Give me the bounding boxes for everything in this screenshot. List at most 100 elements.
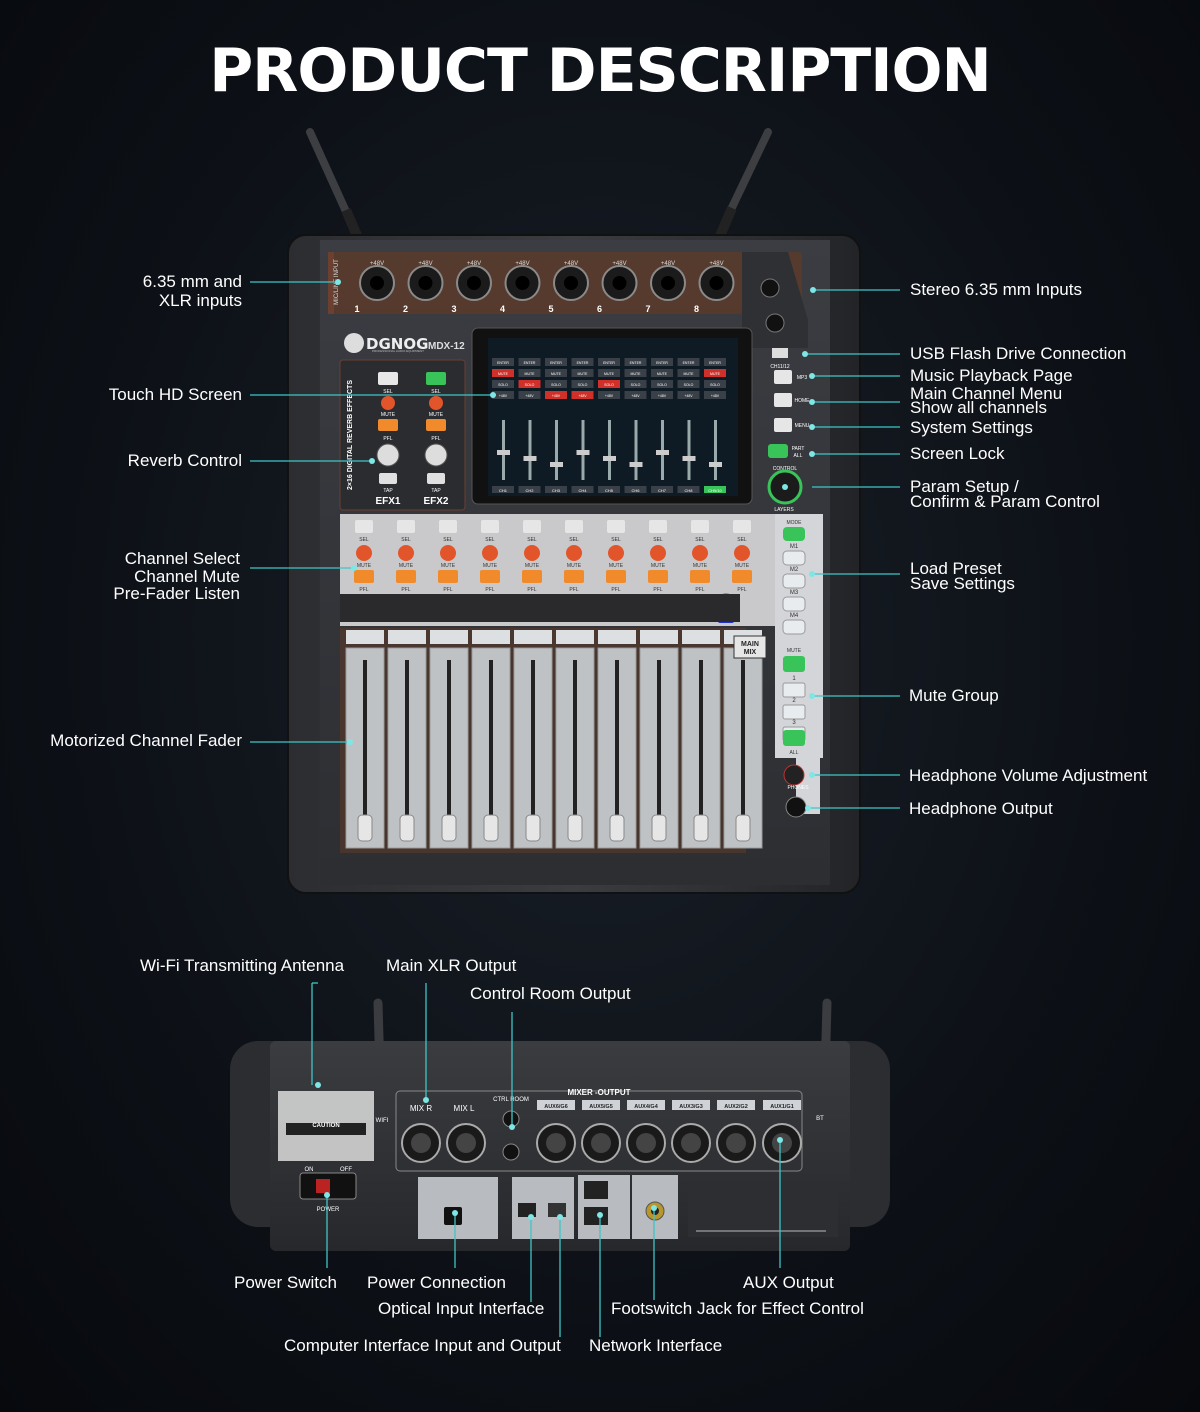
fader-knob (651, 814, 667, 842)
callout-dot (369, 458, 375, 464)
callout-usb: USB Flash Drive Connection (910, 344, 1127, 363)
mute-group-button (782, 682, 806, 698)
callout-hp-volume: Headphone Volume Adjustment (909, 766, 1148, 785)
channel-mute-button (692, 545, 708, 561)
efx-tap-button (427, 473, 445, 484)
efx-volume-knob (376, 443, 400, 467)
usb-port (772, 348, 788, 358)
channel-pfl-button (564, 570, 584, 583)
headphone-volume-knob (783, 764, 805, 786)
panel-button-label: MENU (795, 423, 810, 429)
channel-sel-button (691, 520, 709, 533)
screen-fader-track (555, 420, 558, 480)
channel-mute-label: MUTE (441, 563, 456, 569)
screen-channel-tab (545, 486, 567, 493)
callout-dot (777, 1137, 783, 1143)
efx-tap-label: TAP (431, 488, 441, 494)
callout-dot (490, 392, 496, 398)
fader-scribble (682, 630, 720, 644)
callout-main-xlr: Main XLR Output (386, 956, 517, 975)
channel-sel-button (355, 520, 373, 533)
screen-channel-button (571, 358, 594, 366)
screen-channel-name: CH4 (578, 488, 587, 493)
aux-label-box (763, 1100, 801, 1110)
channel-sel-label: SEL (569, 537, 579, 543)
screen-channel-name: CH8 (684, 488, 693, 493)
channel-mute-button (650, 545, 666, 561)
channel-pfl-button (732, 570, 752, 583)
all-label: ALL (794, 453, 803, 459)
callout-dot (809, 373, 815, 379)
screen-button-label: SOLO (525, 383, 535, 387)
callout-dot (315, 1082, 321, 1088)
channel-sel-label: SEL (401, 537, 411, 543)
efx-sel-label: SEL (431, 389, 441, 395)
channel-pfl-button (522, 570, 542, 583)
callout-lock: Screen Lock (910, 444, 1005, 463)
screen-channel-button (704, 369, 726, 377)
efx-sel-label: SEL (383, 389, 393, 395)
screen-channel-button (677, 380, 700, 388)
screen-fader-cap (523, 456, 537, 461)
callout-hp-output: Headphone Output (909, 799, 1053, 818)
callout-stereo-inputs: Stereo 6.35 mm Inputs (910, 280, 1082, 299)
preset-label: M4 (790, 613, 799, 619)
fader-scribble (514, 630, 552, 644)
svg-text:MDX-12: MDX-12 (428, 341, 465, 352)
screen-button-label: ENTER (709, 361, 721, 365)
reverb-title: 2×16 DIGITAL REVERB EFFECTS (347, 380, 354, 490)
screen-fader-track (608, 420, 611, 480)
screen-channel-button (624, 380, 647, 388)
aux-label: AUX2/G2 (724, 1104, 748, 1110)
callout-optical: Optical Input Interface (378, 1299, 545, 1318)
fader-knob (483, 814, 499, 842)
panel-button-label: HOME (795, 398, 811, 404)
mute-group-all-label: ALL (790, 750, 799, 756)
efx-mute-label: MUTE (429, 412, 444, 418)
channel-mute-button (356, 545, 372, 561)
input-number: 4 (500, 304, 505, 314)
preset-button (782, 619, 806, 635)
input-number: 8 (694, 304, 699, 314)
phantom-label: +48V (564, 261, 578, 267)
ctrl-room-jack (502, 1143, 520, 1161)
screen-fader-cap (497, 450, 510, 455)
callout-aux: AUX Output (743, 1273, 834, 1292)
efx-label: EFX1 (375, 496, 400, 507)
callout-param-2: Confirm & Param Control (910, 492, 1100, 511)
screen-button-label: ENTER (524, 361, 536, 365)
channel-sel-button (481, 520, 499, 533)
channel-sel-label: SEL (653, 537, 663, 543)
callout-dot (810, 287, 816, 293)
usb-label: CH11/12 (770, 364, 790, 370)
callout-preset-1: Load Preset (910, 559, 1002, 578)
power-off-label: OFF (340, 1167, 352, 1173)
screen-channel-button (545, 369, 567, 377)
channel-mute-label: MUTE (525, 563, 540, 569)
channel-sel-label: SEL (695, 537, 705, 543)
channel-sel-label: SEL (611, 537, 621, 543)
screen-button-label: +48V (658, 394, 667, 398)
part-label: PART (792, 446, 805, 452)
screen-channel-button (651, 380, 673, 388)
screen-channel-name: CH7 (658, 488, 667, 493)
screen-button-label: SOLO (604, 383, 614, 387)
phantom-label: +48V (418, 261, 432, 267)
callout-mute-group: Mute Group (909, 686, 999, 705)
channel-mute-button (566, 545, 582, 561)
screen-channel-button (704, 358, 726, 366)
channel-sel-button (607, 520, 625, 533)
efx-label: EFX2 (423, 496, 448, 507)
screen-channel-name: CH6 (631, 488, 640, 493)
efx-pfl-label: PFL (383, 436, 392, 442)
mute-group-all (783, 730, 805, 746)
callout-footswitch: Footswitch Jack for Effect Control (611, 1299, 864, 1318)
screen-channel-button (651, 358, 673, 366)
screen-button-label: ENTER (550, 361, 562, 365)
screen-channel-tab (677, 486, 700, 493)
callout-dot (509, 1124, 515, 1130)
fader-track (489, 660, 493, 825)
channel-pfl-button (606, 570, 626, 583)
callout-system: System Settings (910, 418, 1033, 437)
channel-sel-label: SEL (737, 537, 747, 543)
